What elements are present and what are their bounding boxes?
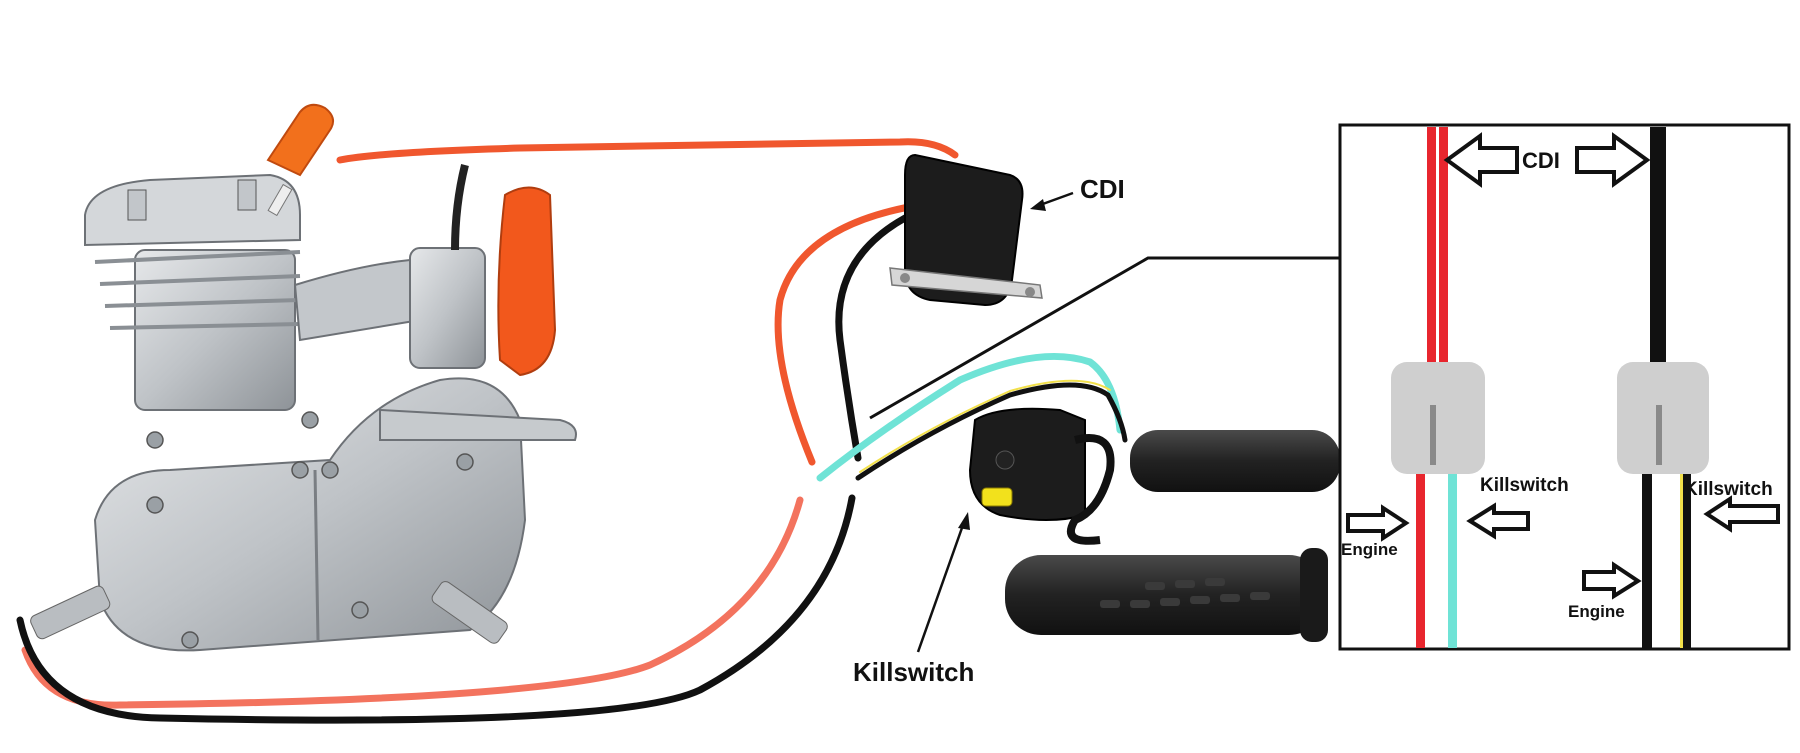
inset-killswitch-yellow-stripe	[1680, 470, 1683, 648]
inset-left-engine-label: Engine	[1341, 540, 1398, 559]
spark-plug	[267, 183, 293, 217]
throttle-grip	[1130, 430, 1340, 492]
head-bolt-left	[127, 189, 147, 221]
bicycle-engine	[30, 103, 577, 652]
inset-left-connector	[1391, 362, 1485, 474]
engine-crankcase	[93, 377, 527, 652]
carb-cable	[451, 164, 469, 251]
inset-right-killswitch-label: Killswitch	[1684, 479, 1773, 500]
inset-left-killswitch-arrow	[1466, 502, 1530, 540]
inset-left-connector-slot	[1430, 405, 1436, 465]
grip-texture	[1100, 578, 1270, 608]
cdi-bracket	[889, 267, 1043, 299]
engine-mount-right	[431, 581, 508, 644]
wires	[16, 138, 1128, 724]
inset-engine-red-wire	[1416, 470, 1425, 648]
inset-right-engine-arrow	[1582, 561, 1642, 600]
killswitch-grip-assembly	[968, 407, 1340, 642]
inset-left-engine-arrow	[1346, 504, 1410, 542]
killswitch-arrow	[916, 524, 965, 653]
inset-killswitch-black-wire	[1681, 470, 1691, 648]
inset-engine-black-wire	[1642, 470, 1652, 648]
killswitch-callout: Killswitch	[853, 512, 974, 687]
cdi-mount-hole-right	[1025, 287, 1035, 297]
spark-plug-cap	[266, 103, 335, 177]
handlebar-grip	[1005, 555, 1325, 635]
cdi-red-wire-upper	[774, 201, 924, 466]
cdi-body	[904, 153, 1024, 307]
killswitch-label: Killswitch	[853, 657, 974, 687]
intake-manifold	[293, 258, 422, 342]
crankcase-bolts	[146, 411, 474, 649]
cylinder-head	[84, 173, 301, 247]
grip-end-cap	[1300, 548, 1328, 642]
inset-right-killswitch-arrow	[1703, 495, 1780, 533]
inset-right-engine-label: Engine	[1568, 602, 1625, 621]
inset-right-connector-slot	[1656, 405, 1662, 465]
engine-mount-left	[30, 585, 111, 640]
engine-cylinder	[134, 249, 296, 411]
cdi-black-wire-upper	[835, 214, 909, 462]
inset-cdi-right-arrow	[1575, 132, 1651, 188]
killswitch-cyan-wire	[816, 352, 1124, 482]
inset-cdi-label: CDI	[1522, 148, 1560, 173]
air-filter	[497, 186, 557, 377]
spark-plug-wire	[336, 138, 959, 164]
inset-red-wire-top-left	[1427, 127, 1436, 367]
cdi-label: CDI	[1080, 174, 1125, 204]
engine-cover-seam	[313, 469, 320, 641]
killswitch-yellow-stripe	[859, 379, 1111, 473]
cdi-arrow	[1039, 191, 1074, 207]
inset-cdi-left-arrow	[1443, 132, 1519, 188]
grip-coiled-wire	[1066, 434, 1115, 545]
wiring-inset-panel: CDI Killswitch Engine Killswitch Engine	[1338, 123, 1791, 651]
clutch-lever	[379, 408, 577, 441]
cylinder-fins	[94, 226, 301, 330]
head-bolt-right	[237, 179, 257, 211]
cdi-mount-hole-left	[900, 273, 910, 283]
carburetor	[409, 247, 486, 369]
engine-black-wire-lower	[16, 494, 856, 724]
inset-red-wire-top-right	[1439, 127, 1448, 367]
killswitch-yellow-button	[981, 487, 1013, 507]
killswitch-black-wire	[855, 382, 1128, 481]
cdi-module	[889, 153, 1043, 307]
killswitch-arrowhead	[958, 512, 970, 530]
cdi-arrowhead	[1030, 199, 1046, 211]
inset-killswitch-cyan-wire	[1448, 470, 1457, 648]
inset-left-killswitch-label: Killswitch	[1480, 475, 1569, 496]
inset-right-connector	[1617, 362, 1709, 474]
killswitch-button	[995, 450, 1015, 470]
inset-pointer-line	[869, 256, 1345, 420]
inset-black-wire-top	[1650, 127, 1666, 367]
cdi-callout: CDI	[1030, 174, 1125, 211]
